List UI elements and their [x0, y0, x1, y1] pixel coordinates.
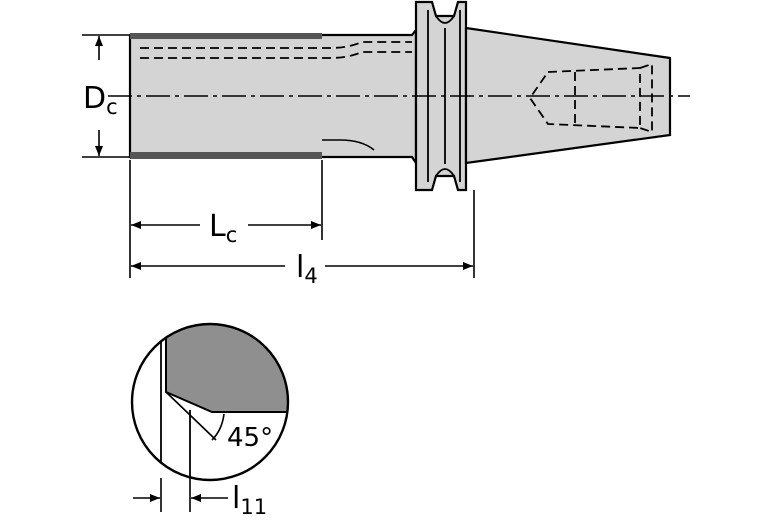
detail-view	[130, 322, 290, 482]
clamp-flats	[130, 33, 322, 159]
angle-label: 45°	[227, 423, 273, 453]
dim-lc	[129, 160, 323, 278]
dim-dc	[82, 34, 130, 158]
dim-l11	[133, 478, 228, 512]
section-shaded	[165, 324, 288, 413]
angle-arc	[211, 413, 225, 441]
dim-lc-label: Lc	[209, 209, 237, 247]
dim-l4	[131, 190, 475, 278]
dim-l4-label: l4	[296, 250, 318, 288]
tool-holder-side-view	[128, 0, 672, 192]
dim-l11-label: l11	[232, 481, 267, 519]
relief-curve	[322, 139, 375, 151]
dim-dc-label: Dc	[83, 81, 118, 119]
hidden-lines	[140, 41, 653, 134]
